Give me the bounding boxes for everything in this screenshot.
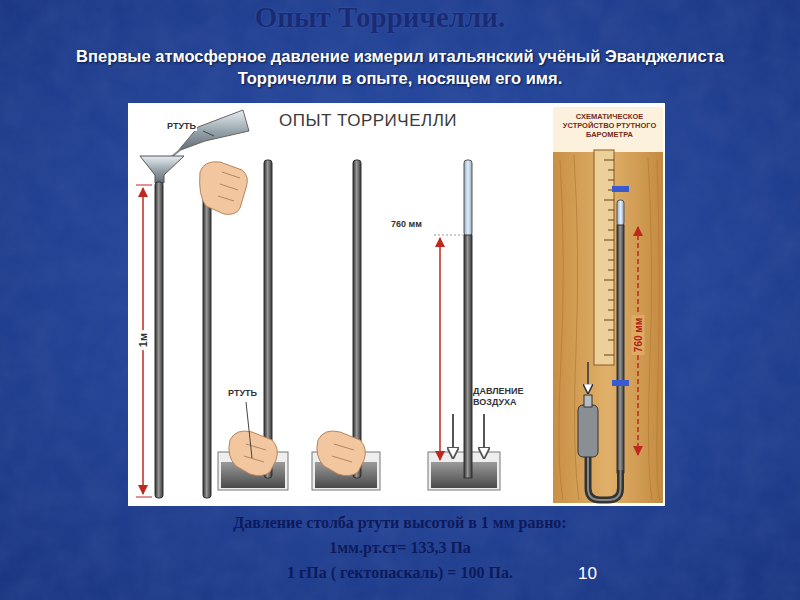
barometer-tube bbox=[588, 455, 621, 500]
dimension-label: 760 мм bbox=[390, 219, 423, 229]
pressure-arrows bbox=[483, 414, 485, 458]
wooden-board bbox=[553, 107, 663, 152]
hand bbox=[200, 162, 248, 215]
barometer-tube bbox=[587, 362, 589, 393]
formula-text: Давление столба ртути высотой в 1 мм рав… bbox=[160, 514, 640, 532]
barometer-scale bbox=[594, 150, 614, 365]
glass-tube bbox=[464, 235, 472, 478]
leader-line bbox=[246, 402, 252, 458]
formula-text: 1мм.рт.ст= 133,3 Па bbox=[250, 539, 550, 557]
height-dimension bbox=[434, 235, 463, 236]
white-panel bbox=[128, 103, 665, 506]
dimension-label: 1м bbox=[136, 330, 150, 350]
length-dimension bbox=[136, 185, 152, 497]
length-dimension bbox=[136, 185, 152, 186]
white-panel bbox=[128, 103, 665, 506]
barometer-scale bbox=[594, 150, 614, 365]
hand bbox=[229, 431, 277, 476]
funnel bbox=[140, 156, 184, 183]
barometer-heading: СХЕМАТИЧЕСКОЕ УСТРОЙСТВО РТУТНОГО БАРОМЕ… bbox=[562, 112, 657, 139]
hand bbox=[317, 431, 365, 476]
glass-tube bbox=[264, 160, 272, 478]
glass-tube bbox=[203, 168, 211, 498]
barometer-tube bbox=[612, 186, 629, 192]
barometer-tube bbox=[617, 225, 624, 473]
experiment-panel: ОПЫТ ТОРРИЧЕЛЛИ СХЕМАТИЧЕСКОЕ УСТРОЙСТВО … bbox=[128, 103, 665, 506]
glass-tube bbox=[264, 160, 272, 478]
panel-heading: ОПЫТ ТОРРИЧЕЛЛИ bbox=[258, 111, 478, 131]
hand bbox=[244, 444, 266, 462]
hand bbox=[317, 431, 365, 476]
glass-tube bbox=[464, 160, 472, 236]
height-dimension bbox=[434, 463, 463, 464]
part-label: РТУТЬ bbox=[166, 121, 197, 131]
pressure-arrows bbox=[453, 414, 484, 458]
pressure-label: ДАВЛЕНИЕ ВОЗДУХА bbox=[473, 386, 535, 408]
glass-tube bbox=[203, 168, 211, 498]
hand bbox=[218, 172, 240, 201]
formula-text: 1 гПа ( гектопаскаль) = 100 Па. bbox=[240, 564, 560, 582]
barometer-tube bbox=[612, 380, 629, 386]
glass-tube bbox=[353, 160, 361, 478]
glass-tube bbox=[464, 160, 472, 478]
barometer-tube bbox=[588, 455, 621, 500]
barometer-tube bbox=[578, 405, 598, 457]
glass-tube bbox=[155, 182, 163, 498]
length-dimension bbox=[136, 497, 152, 498]
hand bbox=[200, 162, 248, 215]
subtitle: Впервые атмосферное давление измерил ита… bbox=[30, 45, 770, 89]
wooden-board bbox=[553, 107, 663, 503]
hand bbox=[332, 444, 354, 462]
barometer-tube bbox=[584, 395, 592, 407]
glass-tube bbox=[155, 182, 163, 498]
mercury-flask bbox=[203, 131, 214, 136]
barometer-board: СХЕМАТИЧЕСКОЕ УСТРОЙСТВО РТУТНОГО БАРОМЕ… bbox=[556, 110, 663, 506]
leader-line bbox=[246, 402, 252, 458]
barometer-tube bbox=[578, 186, 629, 500]
dimension-label: 760 мм bbox=[632, 315, 645, 355]
part-label: РТУТЬ bbox=[227, 388, 258, 398]
slide-title: Опыт Торричелли. bbox=[200, 1, 560, 34]
hand bbox=[229, 431, 277, 476]
pressure-arrows bbox=[452, 414, 454, 458]
barometer-tube bbox=[617, 200, 624, 226]
page-number: 10 bbox=[578, 564, 597, 584]
height-dimension bbox=[434, 235, 463, 463]
funnel bbox=[140, 156, 184, 183]
mercury-flask bbox=[165, 110, 249, 162]
height-dimension bbox=[439, 238, 441, 460]
glass-tube bbox=[353, 160, 361, 478]
